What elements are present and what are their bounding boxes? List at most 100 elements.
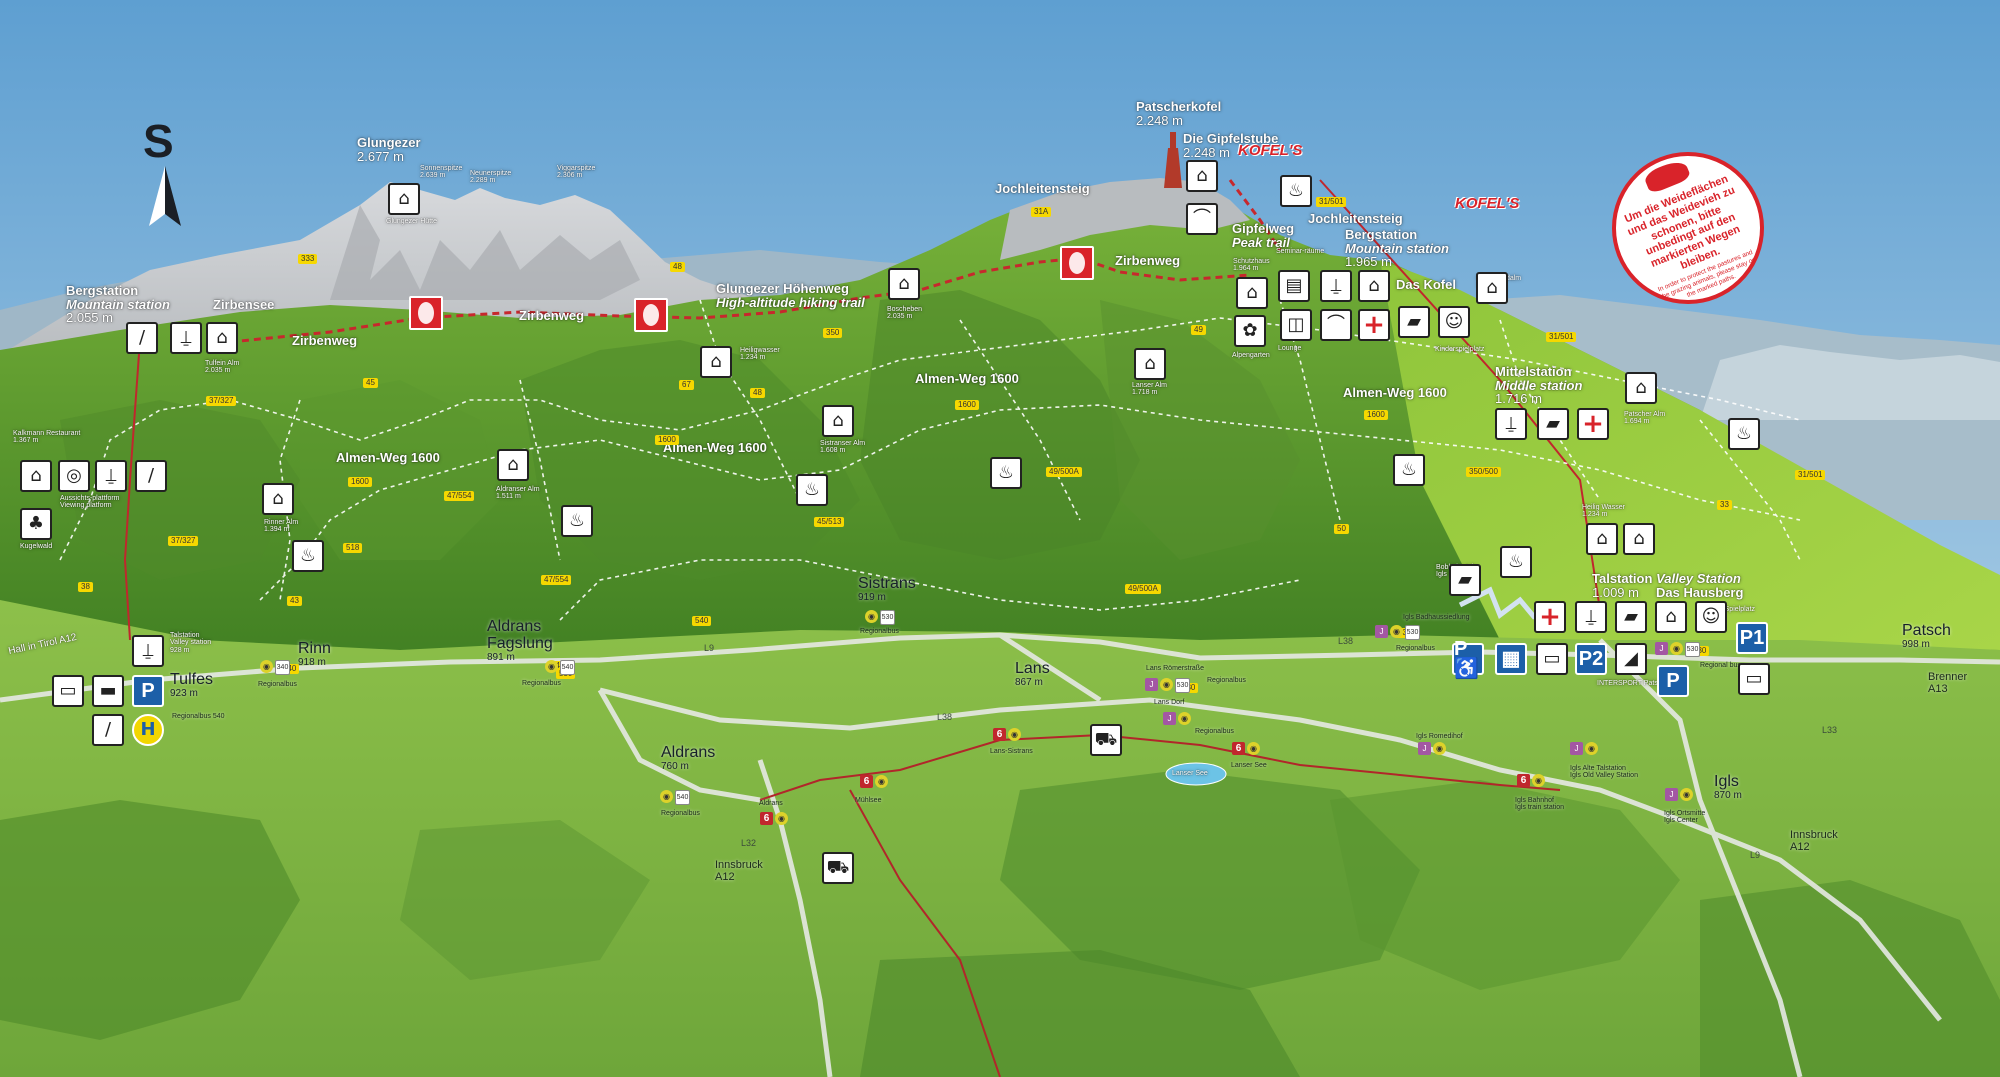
bus-stop-marker[interactable]: ◉340 [260,660,290,675]
bus-stop-marker[interactable]: J◉530 [1655,642,1700,657]
view-icon[interactable]: ◎ [58,460,90,492]
hut-icon[interactable]: ⌂ [1236,277,1268,309]
bus-stop-marker[interactable]: J◉ [1163,712,1191,725]
forest-icon[interactable]: ♣ [20,508,52,540]
bike-icon[interactable]: ♨ [1393,454,1425,486]
kinderspielplatz-label: Kinderspielplatz [1435,346,1485,353]
bus-stop-marker[interactable]: 6◉ [993,728,1021,741]
first-aid-icon[interactable]: + [1534,601,1566,633]
bus-parking-icon[interactable]: P [1657,665,1689,697]
bus-icon: ◉ [775,812,788,825]
hut-icon[interactable]: ⌂ [822,405,854,437]
rodel-icon[interactable]: ▰ [1537,408,1569,440]
parking-p2-icon[interactable]: P2 [1575,643,1607,675]
das-kofel-label: Das Kofel [1396,277,1456,292]
cone-icon[interactable] [634,298,668,332]
hanger-icon[interactable]: ⌒ [1320,309,1352,341]
bus-stop-icon[interactable]: H [132,714,164,746]
jochleitensteig-label-1: Jochleitensteig [995,181,1090,196]
bus-stop-marker[interactable]: ◉540 [660,790,690,805]
hut-icon[interactable]: ⌂ [388,183,420,215]
bike-icon[interactable]: ♨ [292,540,324,572]
hut-icon[interactable]: ⌂ [1476,272,1508,304]
bus-stop-marker[interactable]: J◉ [1570,742,1598,755]
car-icon[interactable]: ▭ [1536,643,1568,675]
tram-icon[interactable]: ⛟ [1090,724,1122,756]
bike-icon[interactable]: ♨ [561,505,593,537]
hut-icon[interactable]: ⌂ [888,268,920,300]
bus-stop-marker[interactable]: J◉530 [1375,625,1420,640]
bus-stop-marker[interactable]: 6◉ [1232,742,1260,755]
road-l9a: L9 [704,643,715,653]
hut-icon[interactable]: ⌂ [1623,523,1655,555]
kofels-logo-2: KOFEL'S [1455,195,1520,212]
bike-icon[interactable]: ♨ [990,457,1022,489]
disabled-parking-icon[interactable]: P♿ [1452,639,1484,679]
hut-icon[interactable]: ⌂ [1655,601,1687,633]
bus-line-number: 530 [880,610,895,625]
garden-icon[interactable]: ✿ [1234,315,1266,347]
hut-icon[interactable]: ⌂ [206,322,238,354]
tram-icon[interactable]: ⛟ [822,852,854,884]
car-icon[interactable]: ▭ [52,675,84,707]
hut-icon[interactable]: ⌂ [700,346,732,378]
stop-regional-bus: Regional bus [1700,662,1741,669]
bus-stop-marker[interactable]: 6◉ [760,812,788,825]
bike-icon[interactable]: ♨ [796,474,828,506]
trail-number-tag: 48 [670,262,685,272]
hut-icon[interactable]: ⌂ [262,483,294,515]
parking-p1-icon[interactable]: P1 [1736,622,1768,654]
bus-stop-marker[interactable]: 6◉ [860,775,888,788]
hut-icon[interactable]: ⌂ [20,460,52,492]
first-aid-icon[interactable]: + [1358,309,1390,341]
hut-icon[interactable]: ⌂ [1625,372,1657,404]
rodel-icon[interactable]: ▰ [1449,564,1481,596]
stop-regionalbus-540: Regionalbus 540 [172,713,225,720]
cable-car-icon[interactable]: ⍊ [1575,601,1607,633]
bus-stop-marker[interactable]: J◉ [1665,788,1693,801]
bike-icon[interactable]: ♨ [1728,418,1760,450]
bus-stop-marker[interactable]: J◉ [1418,742,1446,755]
cable-car-icon[interactable]: ⍊ [1495,408,1527,440]
ski-pass-icon[interactable]: / [126,322,158,354]
play-icon[interactable]: ☺ [1695,601,1727,633]
bike-icon[interactable]: ♨ [1280,175,1312,207]
ski-pass-icon[interactable]: / [92,714,124,746]
bus-stop-marker[interactable]: ◉540 [545,660,575,675]
cable-car-icon[interactable]: ⍊ [95,460,127,492]
bus-stop-marker[interactable]: 6◉ [1517,774,1545,787]
cable-car-icon[interactable]: ⍊ [1320,270,1352,302]
road-l32: L32 [741,838,757,848]
hut-icon[interactable]: ⌂ [1134,348,1166,380]
car-icon[interactable]: ▭ [1738,663,1770,695]
bus-stop-marker[interactable]: ◉530 [865,610,895,625]
parking-icon[interactable]: P [132,675,164,707]
trail-number-tag: 1600 [655,435,679,445]
hut-icon[interactable]: ⌂ [1586,523,1618,555]
hanger-icon[interactable]: ⌒ [1186,203,1218,235]
rodel-icon[interactable]: ▰ [1615,601,1647,633]
cone-icon[interactable] [1060,246,1094,280]
hut-icon[interactable]: ⌂ [497,449,529,481]
intersport-icon[interactable]: ◢ [1615,643,1647,675]
first-aid-icon[interactable]: + [1577,408,1609,440]
cone-icon[interactable] [409,296,443,330]
ski-pass-icon[interactable]: / [135,460,167,492]
bus-icon[interactable]: ▬ [92,675,124,707]
trail-number-tag: 350/500 [1466,467,1501,477]
play-icon[interactable]: ☺ [1438,306,1470,338]
cable-car-icon[interactable]: ⍊ [170,322,202,354]
hut-icon[interactable]: ⌂ [1186,160,1218,192]
trail-number-tag: 47/554 [444,491,475,501]
rodel-icon[interactable]: ▰ [1398,306,1430,338]
ticket-icon[interactable]: ▦ [1495,643,1527,675]
bus-stop-marker[interactable]: J◉530 [1145,678,1190,693]
hut-icon[interactable]: ⌂ [1358,270,1390,302]
seminar-icon[interactable]: ▤ [1278,270,1310,302]
cable-car-icon[interactable]: ⍊ [132,635,164,667]
bike-icon[interactable]: ♨ [1500,546,1532,578]
lounge-icon[interactable]: ◫ [1280,309,1312,341]
